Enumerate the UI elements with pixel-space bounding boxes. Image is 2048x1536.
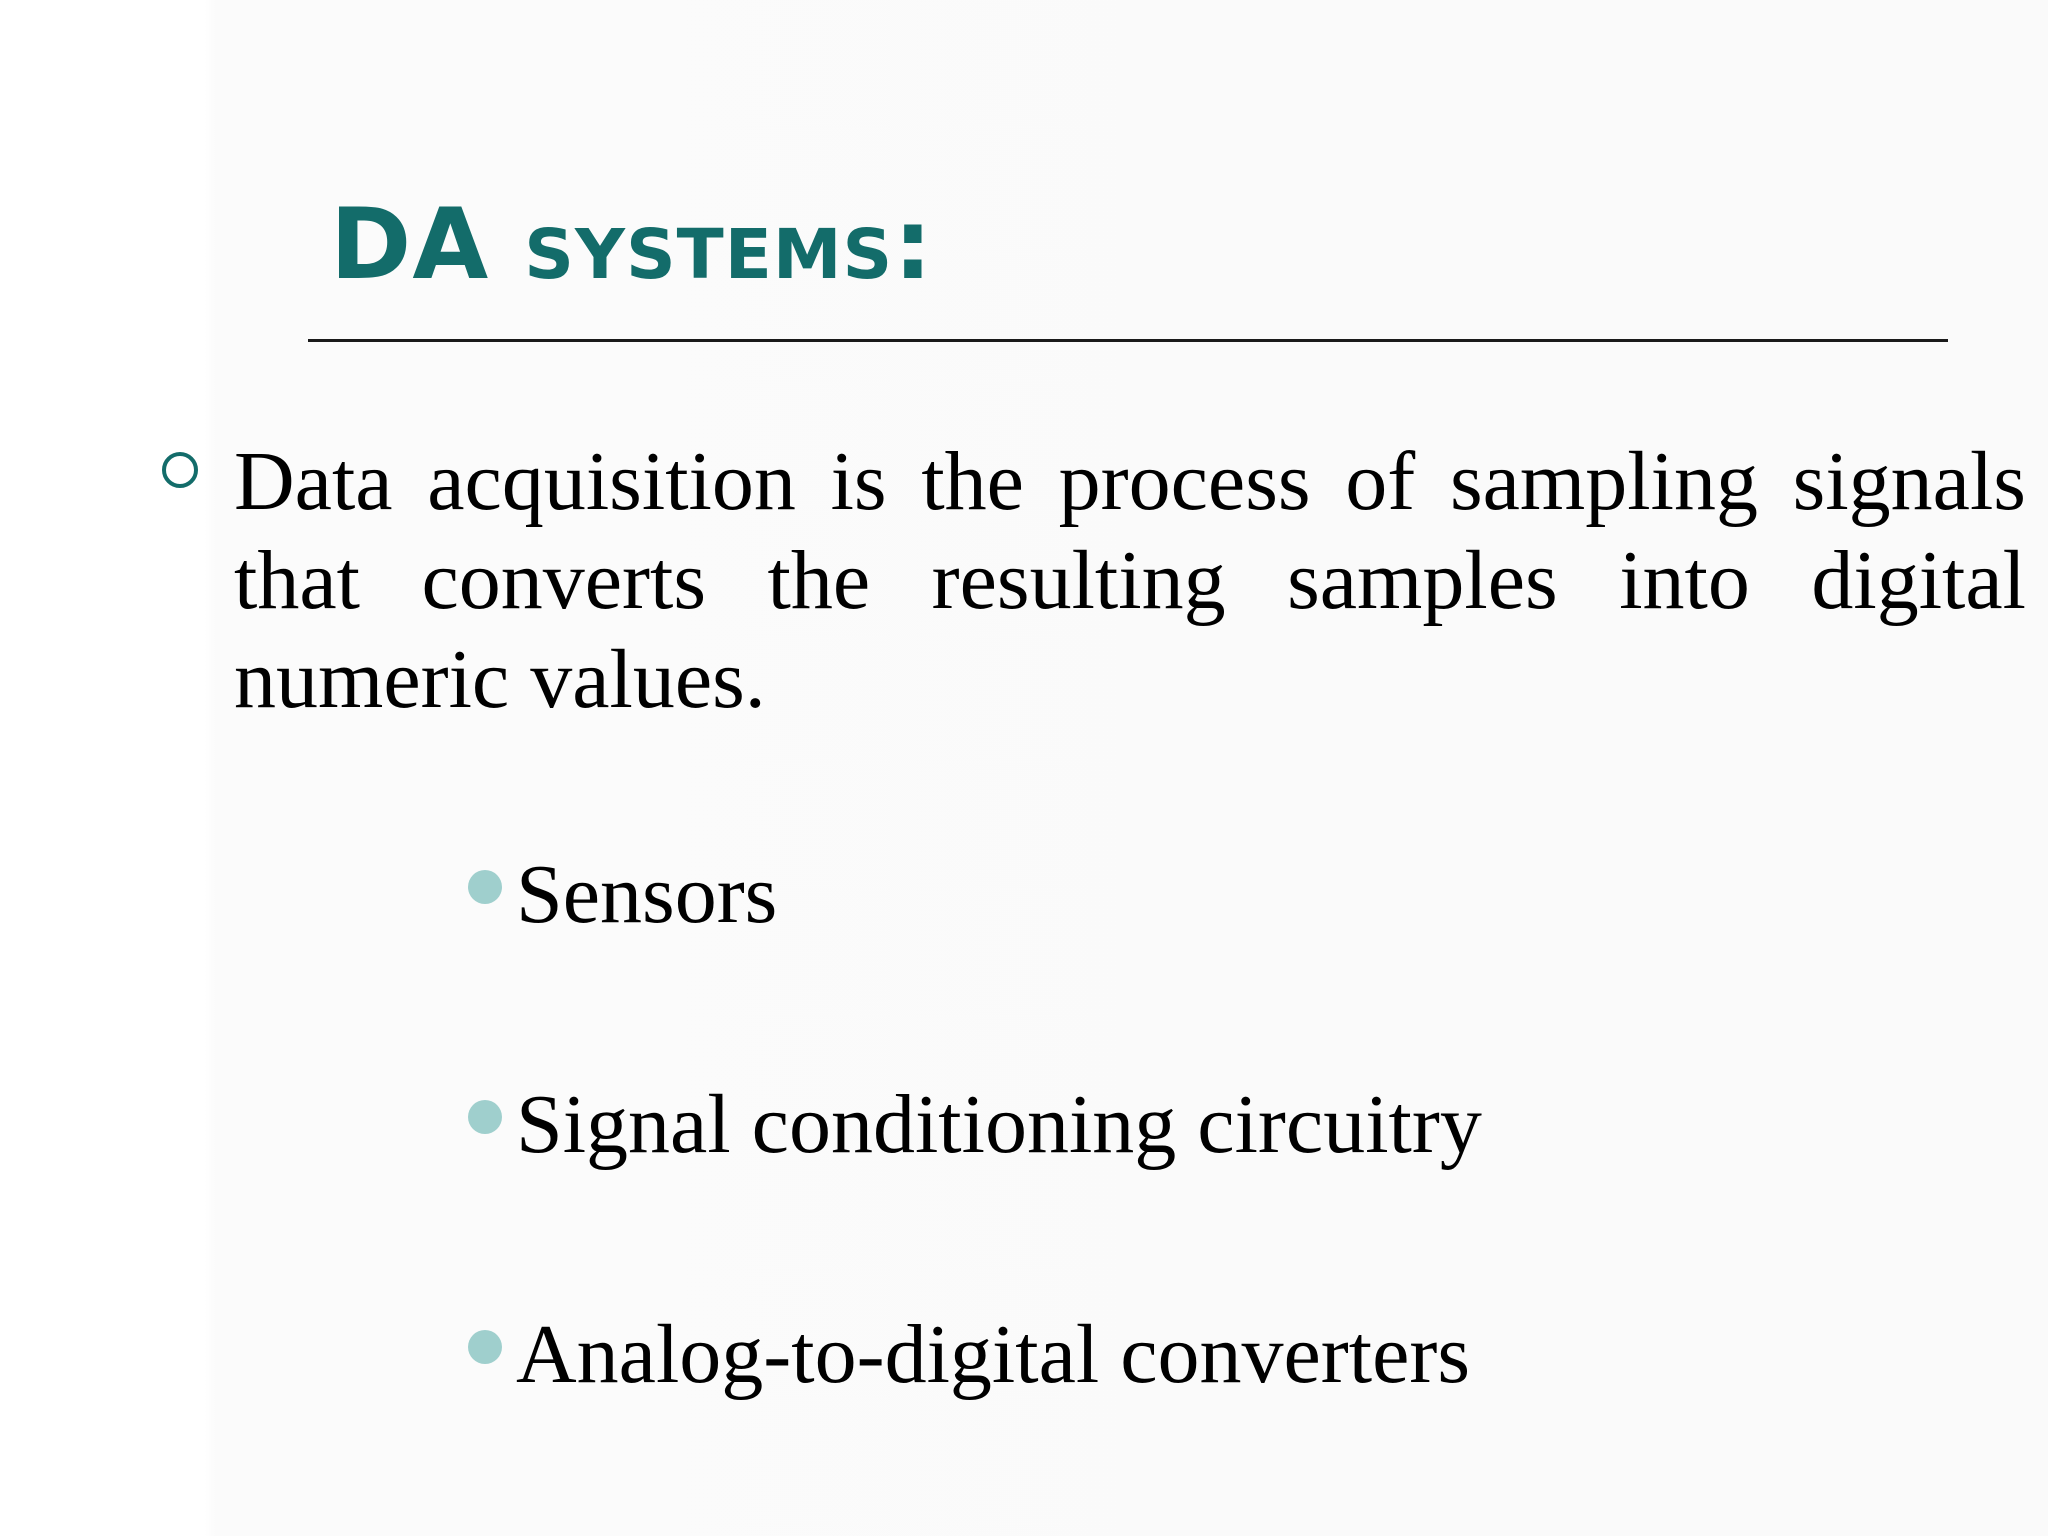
title-underline [308,339,1948,342]
filled-circle-bullet-icon [468,1100,502,1134]
list-item-adc: Analog-to-digital converters [468,1300,1470,1410]
list-item-label: Sensors [516,848,778,941]
main-bullet-text: Data acquisition is the process of sampl… [234,435,2026,726]
list-item-sensors: Sensors [468,840,777,950]
hollow-circle-bullet-icon [162,452,198,488]
filled-circle-bullet-icon [468,1330,502,1364]
list-item-label: Analog-to-digital converters [516,1308,1471,1401]
list-item-signal-conditioning: Signal conditioning circuitry [468,1070,1482,1180]
list-item-label: Signal conditioning circuitry [516,1078,1482,1171]
slide-title: DA systems: [330,188,934,302]
filled-circle-bullet-icon [468,870,502,904]
